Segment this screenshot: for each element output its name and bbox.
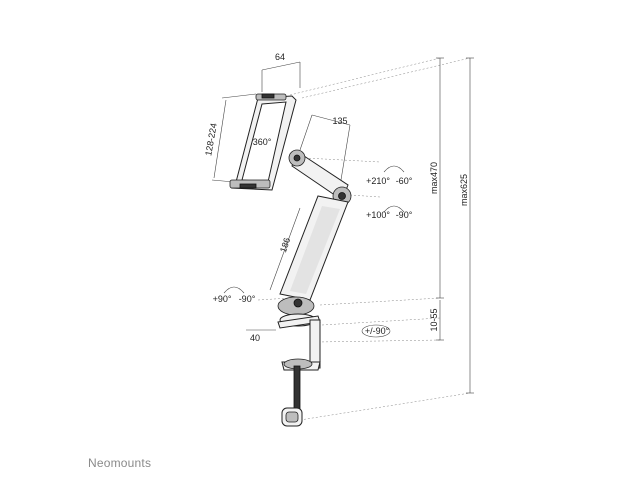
middle-joint-right-label: -90° <box>396 210 413 220</box>
max-height-arm-label: max470 <box>429 162 439 194</box>
max-height-total-label: max625 <box>459 174 469 206</box>
upper-joint-right-label: -60° <box>396 176 413 186</box>
holder-rotation-label: 360° <box>253 137 272 147</box>
base-joint-left-label: +90° <box>213 294 232 304</box>
holder-width-label: 64 <box>275 52 285 62</box>
holder-height-label: 128-224 <box>203 122 219 156</box>
lower-arm <box>279 195 349 301</box>
middle-joint-left-label: +100° <box>366 210 390 220</box>
base-swivel-label: +/-90° <box>365 326 390 336</box>
arm-upper-label: 135 <box>332 116 347 126</box>
base-joint-right-label: -90° <box>239 294 256 304</box>
guide-lines <box>257 57 471 421</box>
arm-lower-label: 186 <box>278 236 292 253</box>
holder-dimension-lines <box>211 61 351 331</box>
upper-joint-left-label: +210° <box>366 176 390 186</box>
brand-logo-text: Neomounts <box>88 456 152 470</box>
tablet-holder <box>229 93 297 191</box>
clamp-range-label: 10-55 <box>429 308 439 331</box>
clamp-depth-label: 40 <box>250 333 260 343</box>
height-dimension-lines <box>436 57 474 394</box>
clamp-base <box>277 296 321 427</box>
upper-arm <box>288 149 352 206</box>
